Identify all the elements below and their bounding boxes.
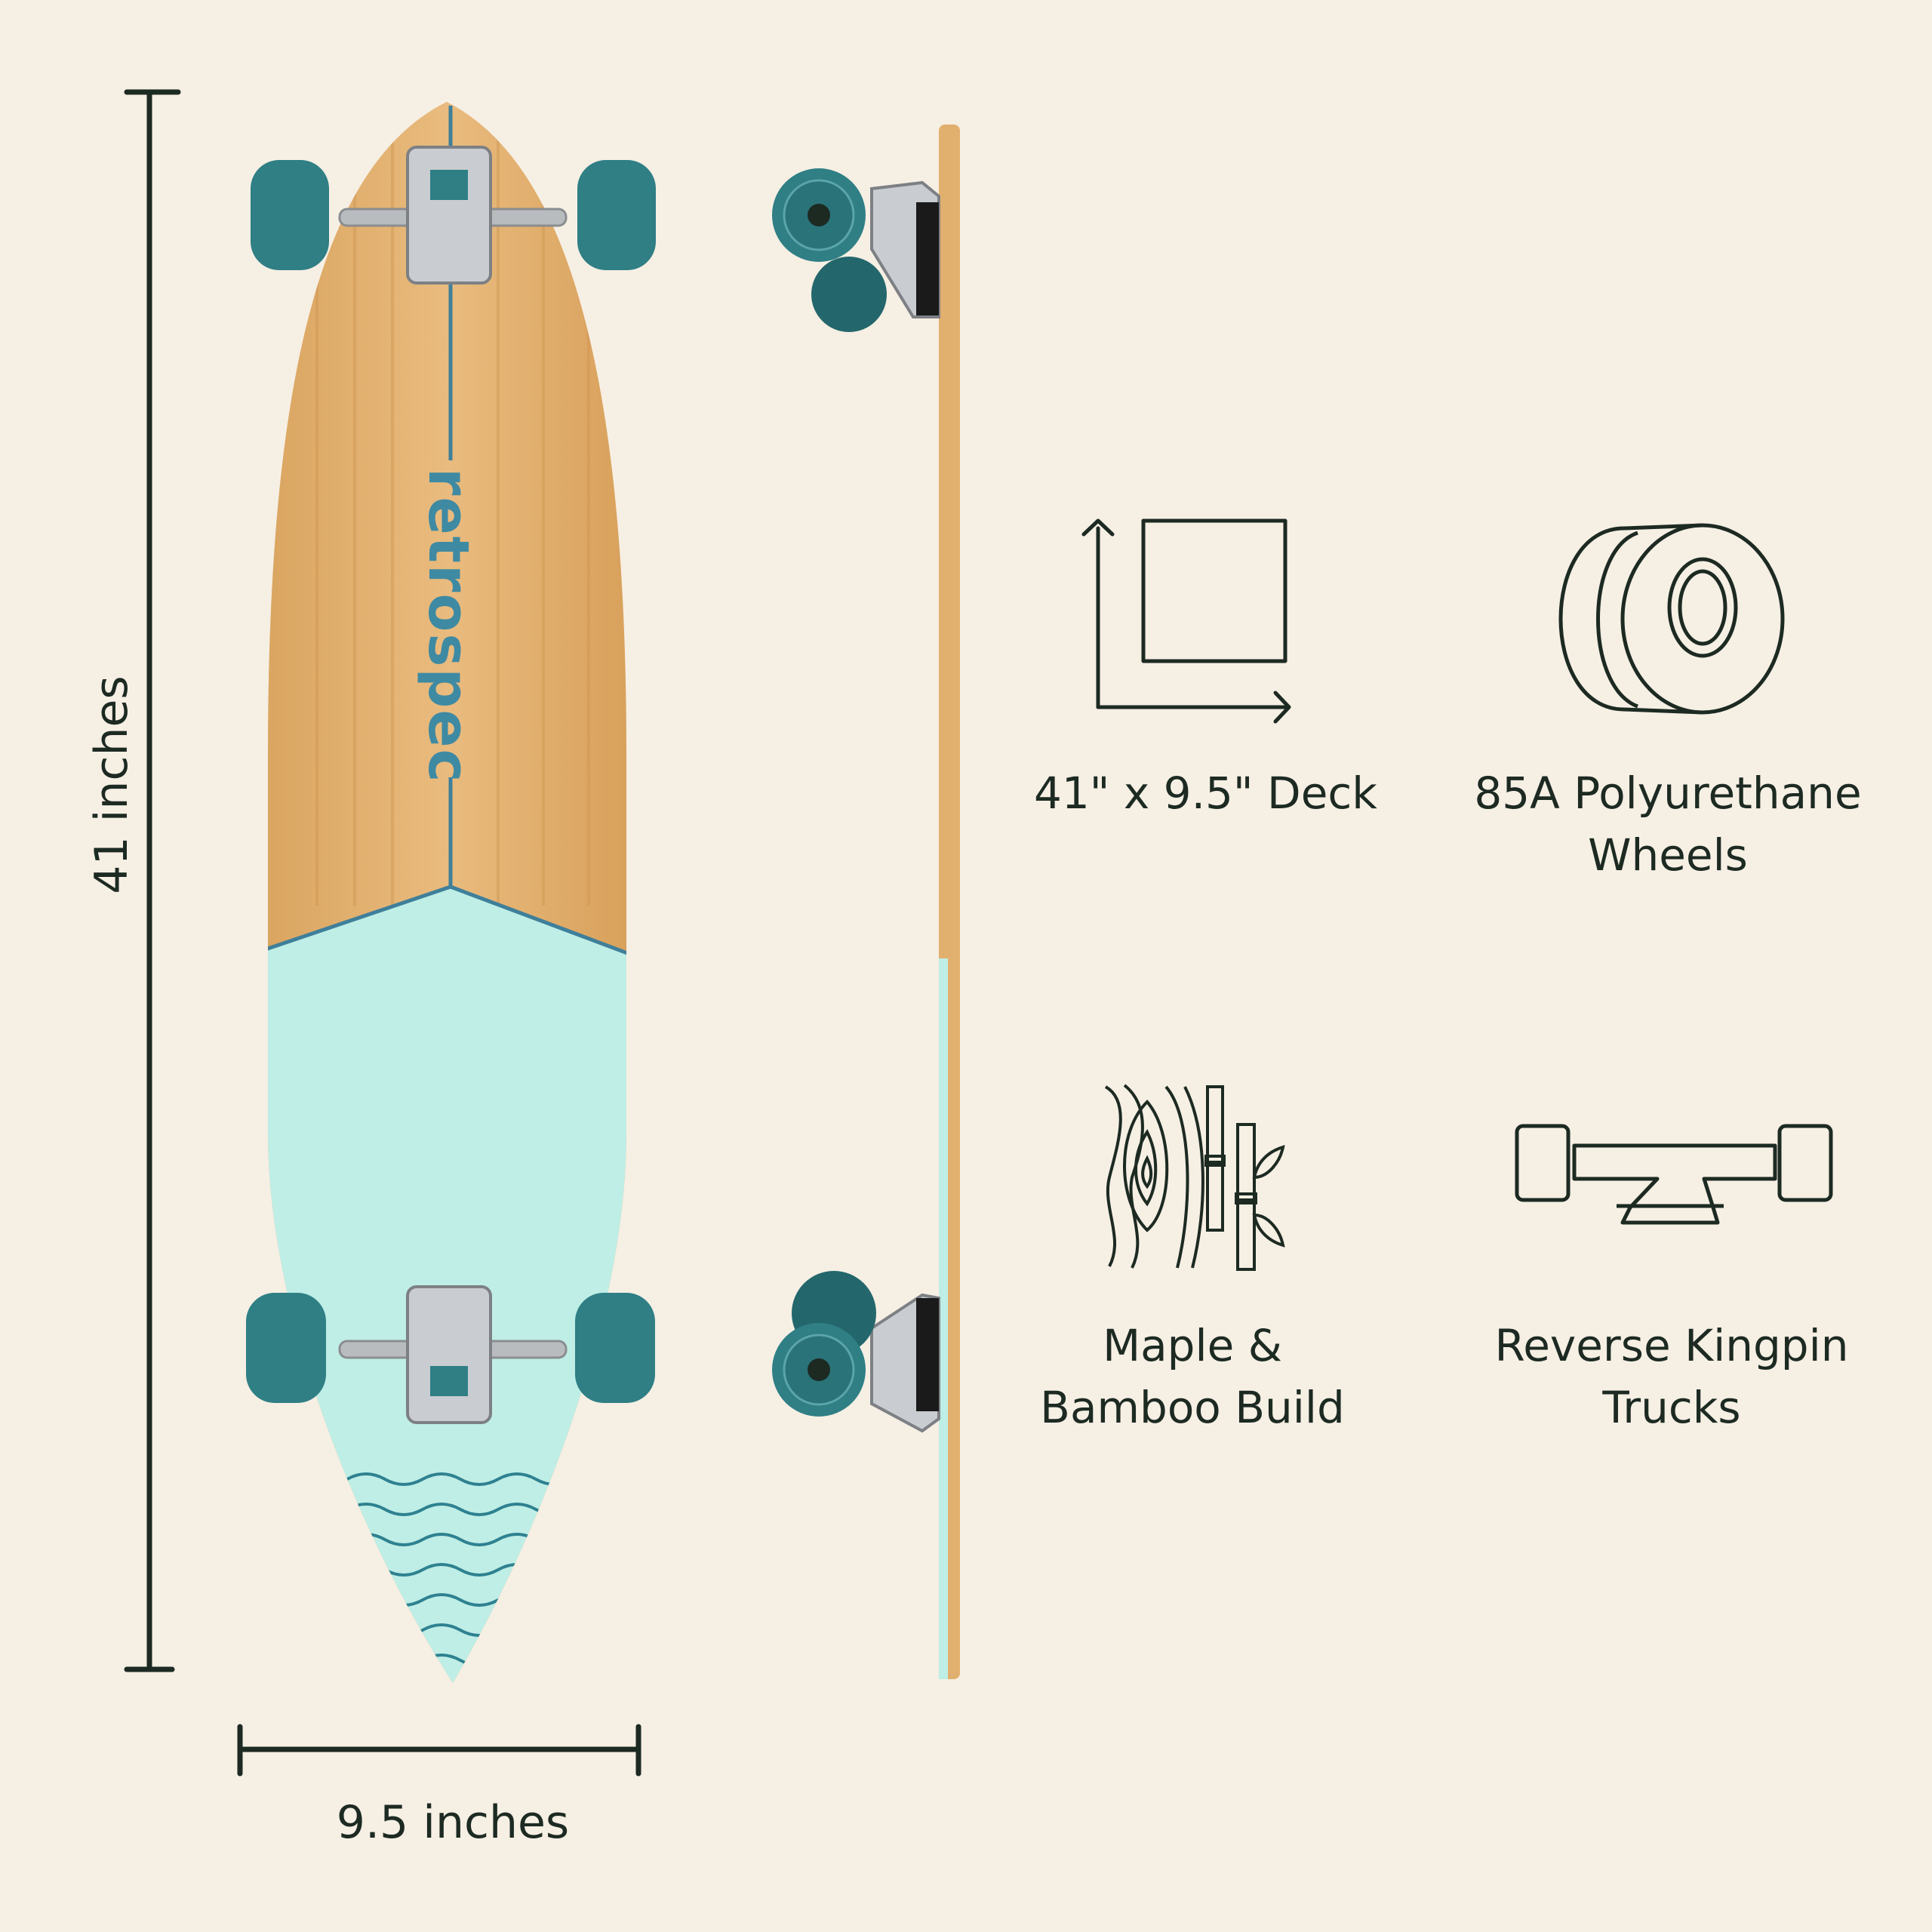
feature-wheels-label: 85A Polyurethane Wheels	[1457, 762, 1879, 886]
rear-truck-top	[338, 1285, 568, 1424]
brand-logo: retrospec	[416, 468, 481, 784]
front-wheels-top	[251, 160, 656, 270]
width-label: 9.5 inches	[336, 1796, 570, 1849]
front-truck-top	[338, 146, 568, 285]
width-dimension-line	[237, 1724, 641, 1777]
feature-wheels-line-1: 85A Polyurethane	[1474, 768, 1862, 819]
feature-trucks-line-2: Trucks	[1602, 1382, 1741, 1433]
feature-wheels-line-2: Wheels	[1588, 829, 1748, 881]
rear-wheels-top	[246, 1293, 655, 1403]
length-label: 41 inches	[85, 675, 138, 894]
truck-icon	[1515, 1124, 1833, 1225]
deck-size-icon	[1081, 518, 1291, 724]
wheel-icon	[1558, 523, 1785, 715]
longboard-top-view	[268, 102, 626, 1683]
feature-deck-line: 41" x 9.5" Deck	[1034, 768, 1377, 819]
feature-build-line-1: Maple &	[1103, 1320, 1282, 1371]
length-dimension-line	[124, 89, 181, 1672]
feature-build-label: Maple & Bamboo Build	[1023, 1315, 1362, 1438]
feature-trucks-line-1: Reverse Kingpin	[1494, 1320, 1849, 1371]
longboard-side-view	[772, 125, 960, 1679]
maple-bamboo-icon	[1104, 1084, 1285, 1271]
feature-deck-label: 41" x 9.5" Deck	[1034, 762, 1377, 824]
feature-trucks-label: Reverse Kingpin Trucks	[1460, 1315, 1883, 1438]
feature-build-line-2: Bamboo Build	[1040, 1382, 1345, 1433]
